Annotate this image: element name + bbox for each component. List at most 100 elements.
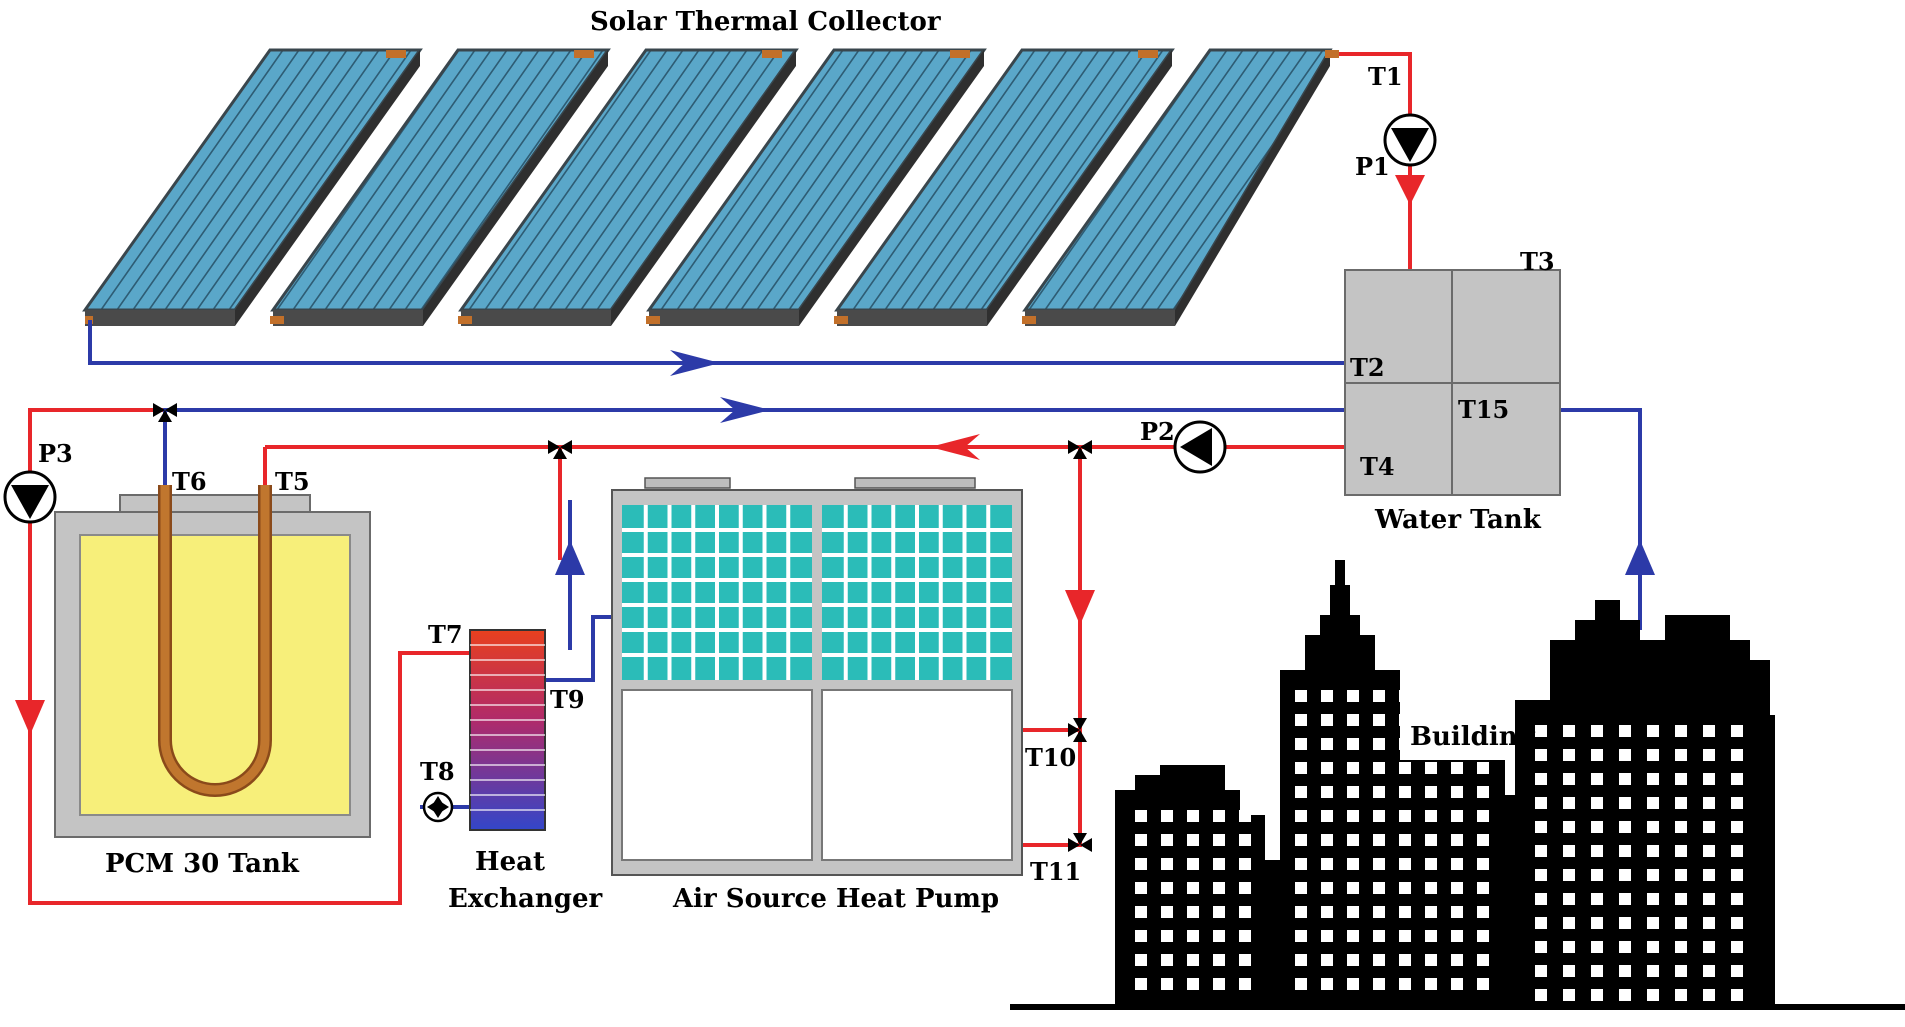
building-window <box>1321 906 1333 918</box>
building-window <box>1135 810 1147 822</box>
building-window <box>1703 989 1715 1001</box>
building-window <box>1619 941 1631 953</box>
building-window <box>1451 834 1463 846</box>
building-window <box>1591 965 1603 977</box>
collector-panel-5 <box>834 48 1175 326</box>
building-window <box>1535 989 1547 1001</box>
building-window <box>1703 821 1715 833</box>
building-window <box>1647 893 1659 905</box>
building-window <box>1675 989 1687 1001</box>
pump-label-p2: P2 <box>1140 417 1175 446</box>
building-window <box>1619 749 1631 761</box>
building-window <box>1591 797 1603 809</box>
building-window <box>1563 797 1575 809</box>
building-window <box>1535 941 1547 953</box>
building-window <box>1373 930 1385 942</box>
building-window <box>1703 869 1715 881</box>
building-window <box>1591 989 1603 1001</box>
building-window <box>1619 917 1631 929</box>
building-window <box>1295 954 1307 966</box>
building-window <box>1731 773 1743 785</box>
building-window <box>1187 810 1199 822</box>
building-window <box>1647 869 1659 881</box>
building-window <box>1399 858 1411 870</box>
building-window <box>1647 821 1659 833</box>
building-window <box>1675 797 1687 809</box>
building-window <box>1425 978 1437 990</box>
air-source-heat-pump <box>611 477 1023 876</box>
building-window <box>1187 882 1199 894</box>
building-window <box>1619 821 1631 833</box>
building-window <box>1213 882 1225 894</box>
building-skyline <box>1010 560 1905 1010</box>
building-window <box>1451 978 1463 990</box>
building-window <box>1295 714 1307 726</box>
building-window <box>1373 954 1385 966</box>
building-window <box>1535 773 1547 785</box>
building-window <box>1563 725 1575 737</box>
building-window <box>1187 954 1199 966</box>
building-window <box>1591 749 1603 761</box>
building-window <box>1347 810 1359 822</box>
building-window <box>1347 906 1359 918</box>
building-window <box>1295 858 1307 870</box>
building-window <box>1321 882 1333 894</box>
heat-pump-title: Air Source Heat Pump <box>672 884 999 914</box>
building-window <box>1451 882 1463 894</box>
building-window <box>1477 762 1489 774</box>
pump-p2 <box>1173 420 1227 474</box>
building-window <box>1477 834 1489 846</box>
sensor-t3: T3 <box>1520 247 1555 276</box>
building-window <box>1619 845 1631 857</box>
building-window <box>1347 954 1359 966</box>
three-way-valve-icon <box>153 403 1092 852</box>
building-window <box>1321 978 1333 990</box>
sensor-t8: T8 <box>420 757 455 786</box>
building-window <box>1347 738 1359 750</box>
building-window <box>1451 690 1463 702</box>
pump-p3 <box>3 470 57 524</box>
building-window <box>1187 858 1199 870</box>
sensor-t5: T5 <box>275 467 310 496</box>
building-window <box>1731 869 1743 881</box>
building-window <box>1731 821 1743 833</box>
building-window <box>1347 786 1359 798</box>
building-window <box>1477 714 1489 726</box>
pump-label-p1: P1 <box>1355 152 1390 181</box>
building-window <box>1321 690 1333 702</box>
building-window <box>1591 821 1603 833</box>
building-window <box>1425 930 1437 942</box>
building-window <box>1619 893 1631 905</box>
building-window <box>1135 906 1147 918</box>
building-window <box>1535 749 1547 761</box>
building-window <box>1425 954 1437 966</box>
building-window <box>1187 906 1199 918</box>
building-window <box>1399 714 1411 726</box>
pump-icon <box>3 113 1437 524</box>
building-window <box>1135 858 1147 870</box>
building-window <box>1731 893 1743 905</box>
sensor-t15: T15 <box>1458 395 1509 424</box>
building-window <box>1703 725 1715 737</box>
building-window <box>1425 738 1437 750</box>
building-window <box>1675 941 1687 953</box>
building-window <box>1239 858 1251 870</box>
building-window <box>1347 858 1359 870</box>
building-window <box>1425 690 1437 702</box>
building-window <box>1563 965 1575 977</box>
building-window <box>1591 845 1603 857</box>
building-window <box>1187 930 1199 942</box>
building-window <box>1213 930 1225 942</box>
building-window <box>1347 690 1359 702</box>
building-window <box>1295 906 1307 918</box>
building-window <box>1563 941 1575 953</box>
building-window <box>1731 941 1743 953</box>
building-window <box>1563 917 1575 929</box>
building-window <box>1563 869 1575 881</box>
building-window <box>1347 930 1359 942</box>
building-window <box>1295 786 1307 798</box>
building-window <box>1703 917 1715 929</box>
building-window <box>1161 954 1173 966</box>
building-window <box>1451 714 1463 726</box>
